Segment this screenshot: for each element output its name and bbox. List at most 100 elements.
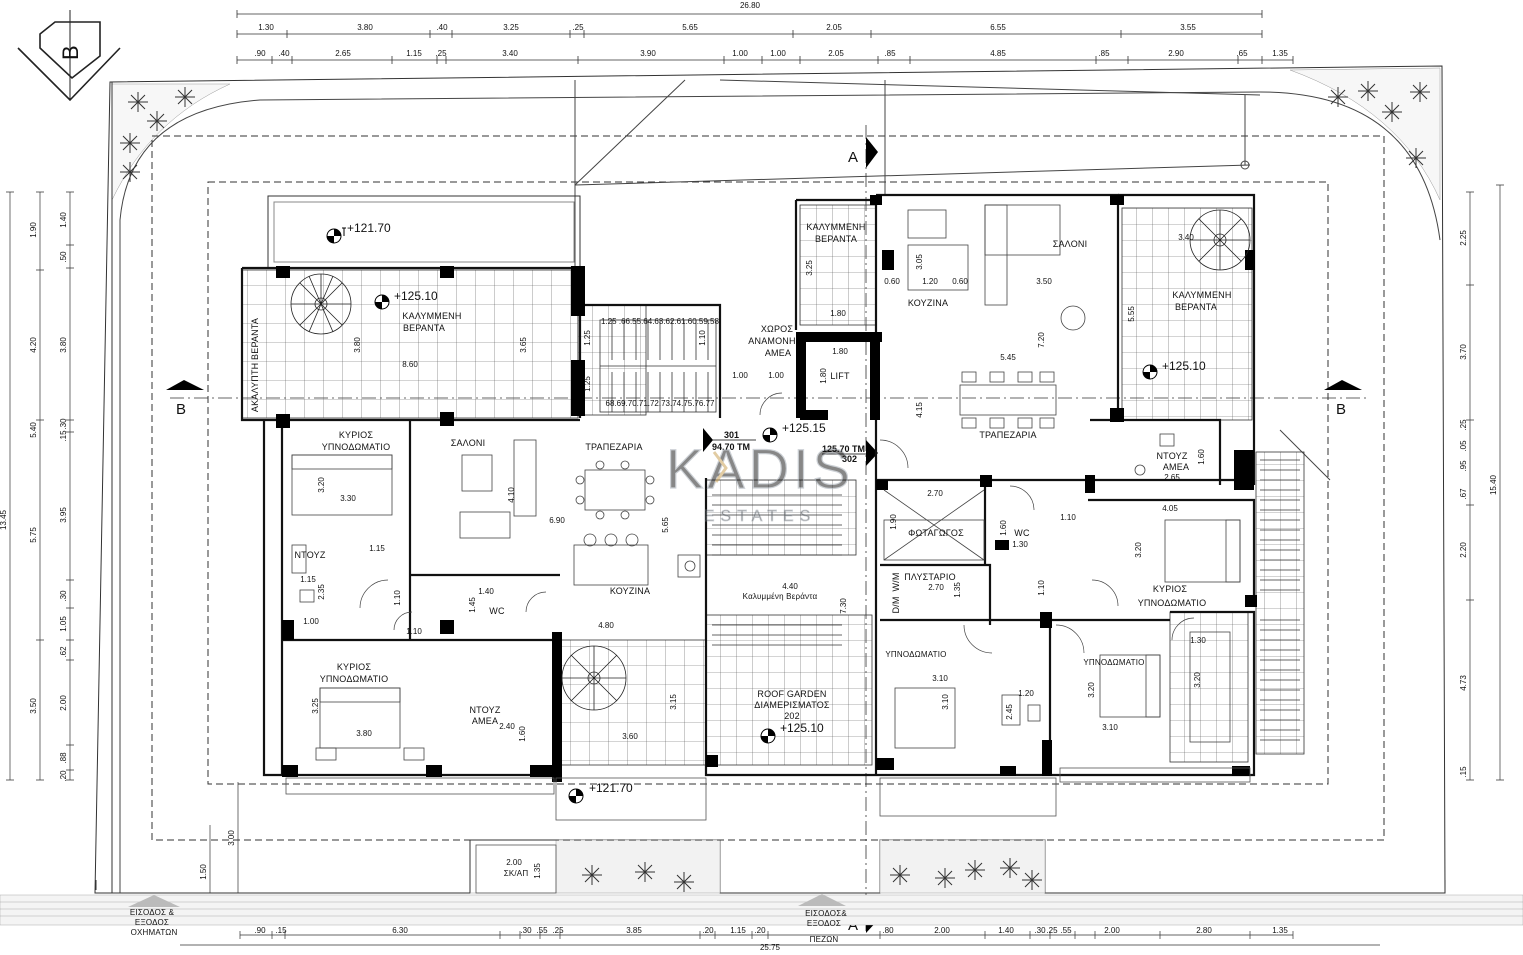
room-labels: ΚΑΛΥΜΜΕΝΗ ΒΕΡΑΝΤΑ ΑΚΑΛΥΠΤΗ ΒΕΡΑΝΤΑ ΚΥΡΙΟ… [130,222,1232,944]
svg-text:3.80: 3.80 [357,23,373,32]
svg-text:.67: .67 [1459,488,1468,500]
svg-text:.25: .25 [572,23,584,32]
svg-text:1.05: 1.05 [59,616,68,632]
north-letter: B [58,45,83,60]
room-label: ΑΜΕΑ [765,348,791,358]
svg-text:3.10: 3.10 [1102,723,1118,732]
svg-text:2.45: 2.45 [1005,704,1014,720]
svg-text:1.45: 1.45 [468,597,477,613]
svg-text:3.80: 3.80 [356,729,372,738]
svg-text:2.00: 2.00 [1104,926,1120,935]
svg-text:1.25: 1.25 [583,376,592,392]
svg-text:4.85: 4.85 [990,49,1006,58]
svg-text:3.80: 3.80 [353,337,362,353]
balcony-rails [285,767,1251,894]
room-label: ΥΠΝΟΔΩΜΑΤΙΟ [322,442,391,452]
svg-text:1.10: 1.10 [1060,513,1076,522]
bottom-dimension-labels: .90 .15 6.30 .30 .55 .25 3.85 .20 1.15 .… [254,926,1288,952]
svg-text:1.30: 1.30 [1190,636,1206,645]
svg-text:.15: .15 [1459,766,1468,778]
svg-text:2.90: 2.90 [1168,49,1184,58]
room-label: ΠΕΖΩΝ [810,935,839,944]
room-label: D/M [891,596,901,613]
svg-text:5.65: 5.65 [682,23,698,32]
svg-text:1.00: 1.00 [768,371,784,380]
svg-text:5.45: 5.45 [1000,353,1016,362]
svg-text:.65: .65 [1236,49,1248,58]
bottom-dimensions [180,931,1380,946]
section-b-left-label: B [176,401,186,418]
svg-text:1.35: 1.35 [953,582,962,598]
svg-text:1.00: 1.00 [770,49,786,58]
setback-lines [111,82,1385,893]
svg-text:1.20: 1.20 [1018,689,1034,698]
svg-text:4.20: 4.20 [29,337,38,353]
room-label: WC [1014,528,1030,538]
svg-text:3.20: 3.20 [1193,672,1202,688]
svg-text:.30: .30 [59,418,68,430]
svg-text:6.90: 6.90 [549,516,565,525]
svg-text:.20: .20 [702,926,714,935]
svg-text:1.30: 1.30 [1012,540,1028,549]
svg-text:5.40: 5.40 [29,422,38,438]
top-dimensions [236,10,1294,64]
svg-text:3.40: 3.40 [1178,233,1194,242]
level-markers: +121.70 +125.10 +125.10 +125.15 +125.10 … [326,221,1206,804]
svg-text:2.20: 2.20 [1459,542,1468,558]
svg-text:.25: .25 [435,49,447,58]
site-curves [119,79,1441,893]
room-label: ΚΑΛΥΜΜΕΝΗ [402,311,461,321]
svg-text:2.00: 2.00 [506,858,522,867]
svg-text:4.10: 4.10 [507,487,516,503]
svg-text:3.50: 3.50 [29,698,38,714]
room-label: ΚΑΛΥΜΜΕΝΗ [806,222,865,232]
svg-text:.40: .40 [436,23,448,32]
svg-text:3.85: 3.85 [626,926,642,935]
svg-text:1.10: 1.10 [393,590,402,606]
unit-301-number: 301 [724,430,739,440]
svg-text:1.40: 1.40 [998,926,1014,935]
kadis-watermark-logo: KADIS ESTATES [665,436,850,525]
svg-text:3.50: 3.50 [1036,277,1052,286]
level-label: +125.10 [780,721,824,735]
svg-text:1.35: 1.35 [1272,926,1288,935]
room-label: ΚΟΥΖΙΝΑ [908,298,948,308]
room-label: ΥΠΝΟΔΩΜΑΤΙΟ [885,650,946,659]
svg-text:0.60: 0.60 [952,277,968,286]
svg-text:1.10: 1.10 [698,330,707,346]
room-label: ΝΤΟΥΖ [294,550,325,560]
svg-text:1.60: 1.60 [518,726,527,742]
level-label: +121.70 [347,221,391,235]
room-label: 202 [784,711,800,721]
svg-text:3.25: 3.25 [503,23,519,32]
svg-text:1.50: 1.50 [199,864,208,880]
svg-text:2.65: 2.65 [1164,473,1180,482]
room-label: ΤΡΑΠΕΖΑΡΙΑ [585,442,642,452]
entrance-icons [128,894,846,907]
room-label: ΒΕΡΑΝΤΑ [403,323,445,333]
svg-text:3.25: 3.25 [805,260,814,276]
north-arrow-icon: B [17,10,121,102]
watermark-accent-icon [712,451,728,483]
room-label: ΔΙΑΜΕΡΙΣΜΑΤΟΣ [754,700,830,710]
svg-text:1.15: 1.15 [730,926,746,935]
room-label: ΑΜΕΑ [472,716,498,726]
svg-text:3.80: 3.80 [59,337,68,353]
svg-text:13.45: 13.45 [0,509,8,530]
svg-text:3.20: 3.20 [1087,682,1096,698]
car-entrance-icon [128,895,180,907]
svg-text:1.00: 1.00 [732,371,748,380]
svg-text:5.55: 5.55 [1127,306,1136,322]
right-dimensions [1466,184,1504,781]
room-label: ΝΤΟΥΖ [1156,451,1187,461]
room-label: W/M [891,572,901,591]
room-label: Καλυμμένη Βεράντα [743,592,818,601]
svg-text:3.10: 3.10 [932,674,948,683]
spiral-stair-top-right [1189,209,1251,271]
columns [276,195,1257,782]
svg-text:.30: .30 [59,590,68,602]
svg-text:1.90: 1.90 [889,514,898,530]
pedestrian-entrance-icon [798,894,846,906]
room-label: ΤΡΑΠΕΖΑΡΙΑ [979,430,1036,440]
svg-text:.90: .90 [254,49,266,58]
